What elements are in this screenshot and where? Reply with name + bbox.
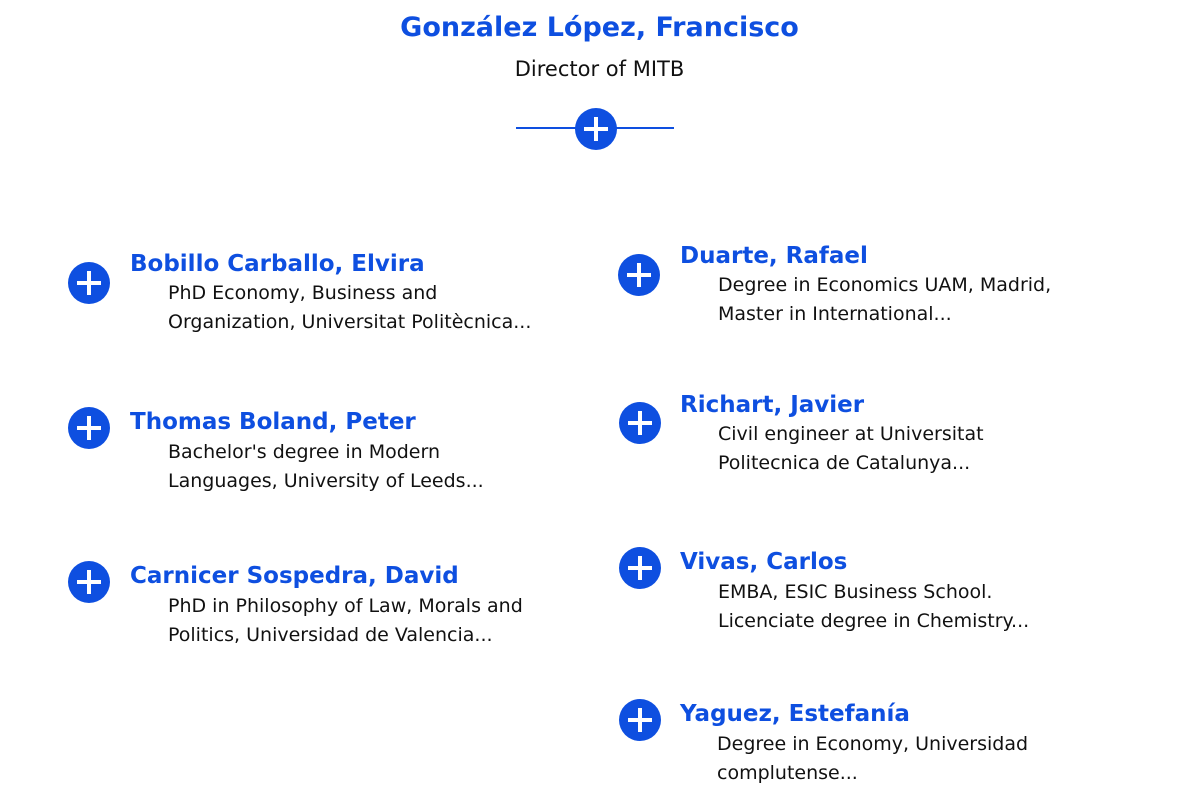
description-line: Organization, Universitat Politècnica... [168,311,532,333]
description-line: Degree in Economics UAM, Madrid, [718,274,1052,296]
description-line: Politecnica de Catalunya... [718,452,971,474]
plus-icon [628,556,652,580]
plus-icon [77,570,101,594]
member-name[interactable]: Bobillo Carballo, Elvira [130,251,425,277]
member-description: Civil engineer at Universitat Politecnic… [718,420,1118,478]
description-line: Master in International... [718,303,952,325]
description-line: PhD Economy, Business and [168,282,438,304]
director-name: González López, Francisco [400,12,799,43]
plus-icon [77,416,101,440]
director-expander [516,108,674,150]
expand-thomas-button[interactable] [68,407,110,449]
description-line: EMBA, ESIC Business School. [718,581,993,603]
description-line: Civil engineer at Universitat [718,423,984,445]
expand-richart-button[interactable] [619,402,661,444]
member-name[interactable]: Carnicer Sospedra, David [130,563,459,589]
member-description: PhD in Philosophy of Law, Morals and Pol… [168,592,568,650]
member-description: PhD Economy, Business and Organization, … [168,279,568,337]
member-name[interactable]: Thomas Boland, Peter [130,409,416,435]
member-name[interactable]: Duarte, Rafael [680,243,868,269]
plus-icon [627,263,651,287]
description-line: Bachelor's degree in Modern [168,441,441,463]
expand-bobillo-button[interactable] [68,262,110,304]
description-line: Politics, Universidad de Valencia... [168,624,493,646]
expand-vivas-button[interactable] [619,547,661,589]
expand-carnicer-button[interactable] [68,561,110,603]
member-description: Bachelor's degree in Modern Languages, U… [168,438,568,496]
description-line: complutense... [717,762,858,784]
director-title: Director of MITB [514,57,685,81]
member-name[interactable]: Vivas, Carlos [680,549,848,575]
director-expand-button[interactable] [575,108,617,150]
member-description: EMBA, ESIC Business School. Licenciate d… [718,578,1118,636]
plus-icon [77,271,101,295]
plus-icon [584,117,608,141]
member-name[interactable]: Yaguez, Estefanía [680,701,910,727]
expand-duarte-button[interactable] [618,254,660,296]
expand-yaguez-button[interactable] [619,699,661,741]
description-line: Licenciate degree in Chemistry... [718,610,1030,632]
description-line: Languages, University of Leeds... [168,470,484,492]
plus-icon [628,411,652,435]
description-line: PhD in Philosophy of Law, Morals and [168,595,523,617]
member-description: Degree in Economy, Universidad compluten… [717,730,1117,788]
description-line: Degree in Economy, Universidad [717,733,1029,755]
member-name[interactable]: Richart, Javier [680,392,865,418]
plus-icon [628,708,652,732]
member-description: Degree in Economics UAM, Madrid, Master … [718,271,1118,329]
